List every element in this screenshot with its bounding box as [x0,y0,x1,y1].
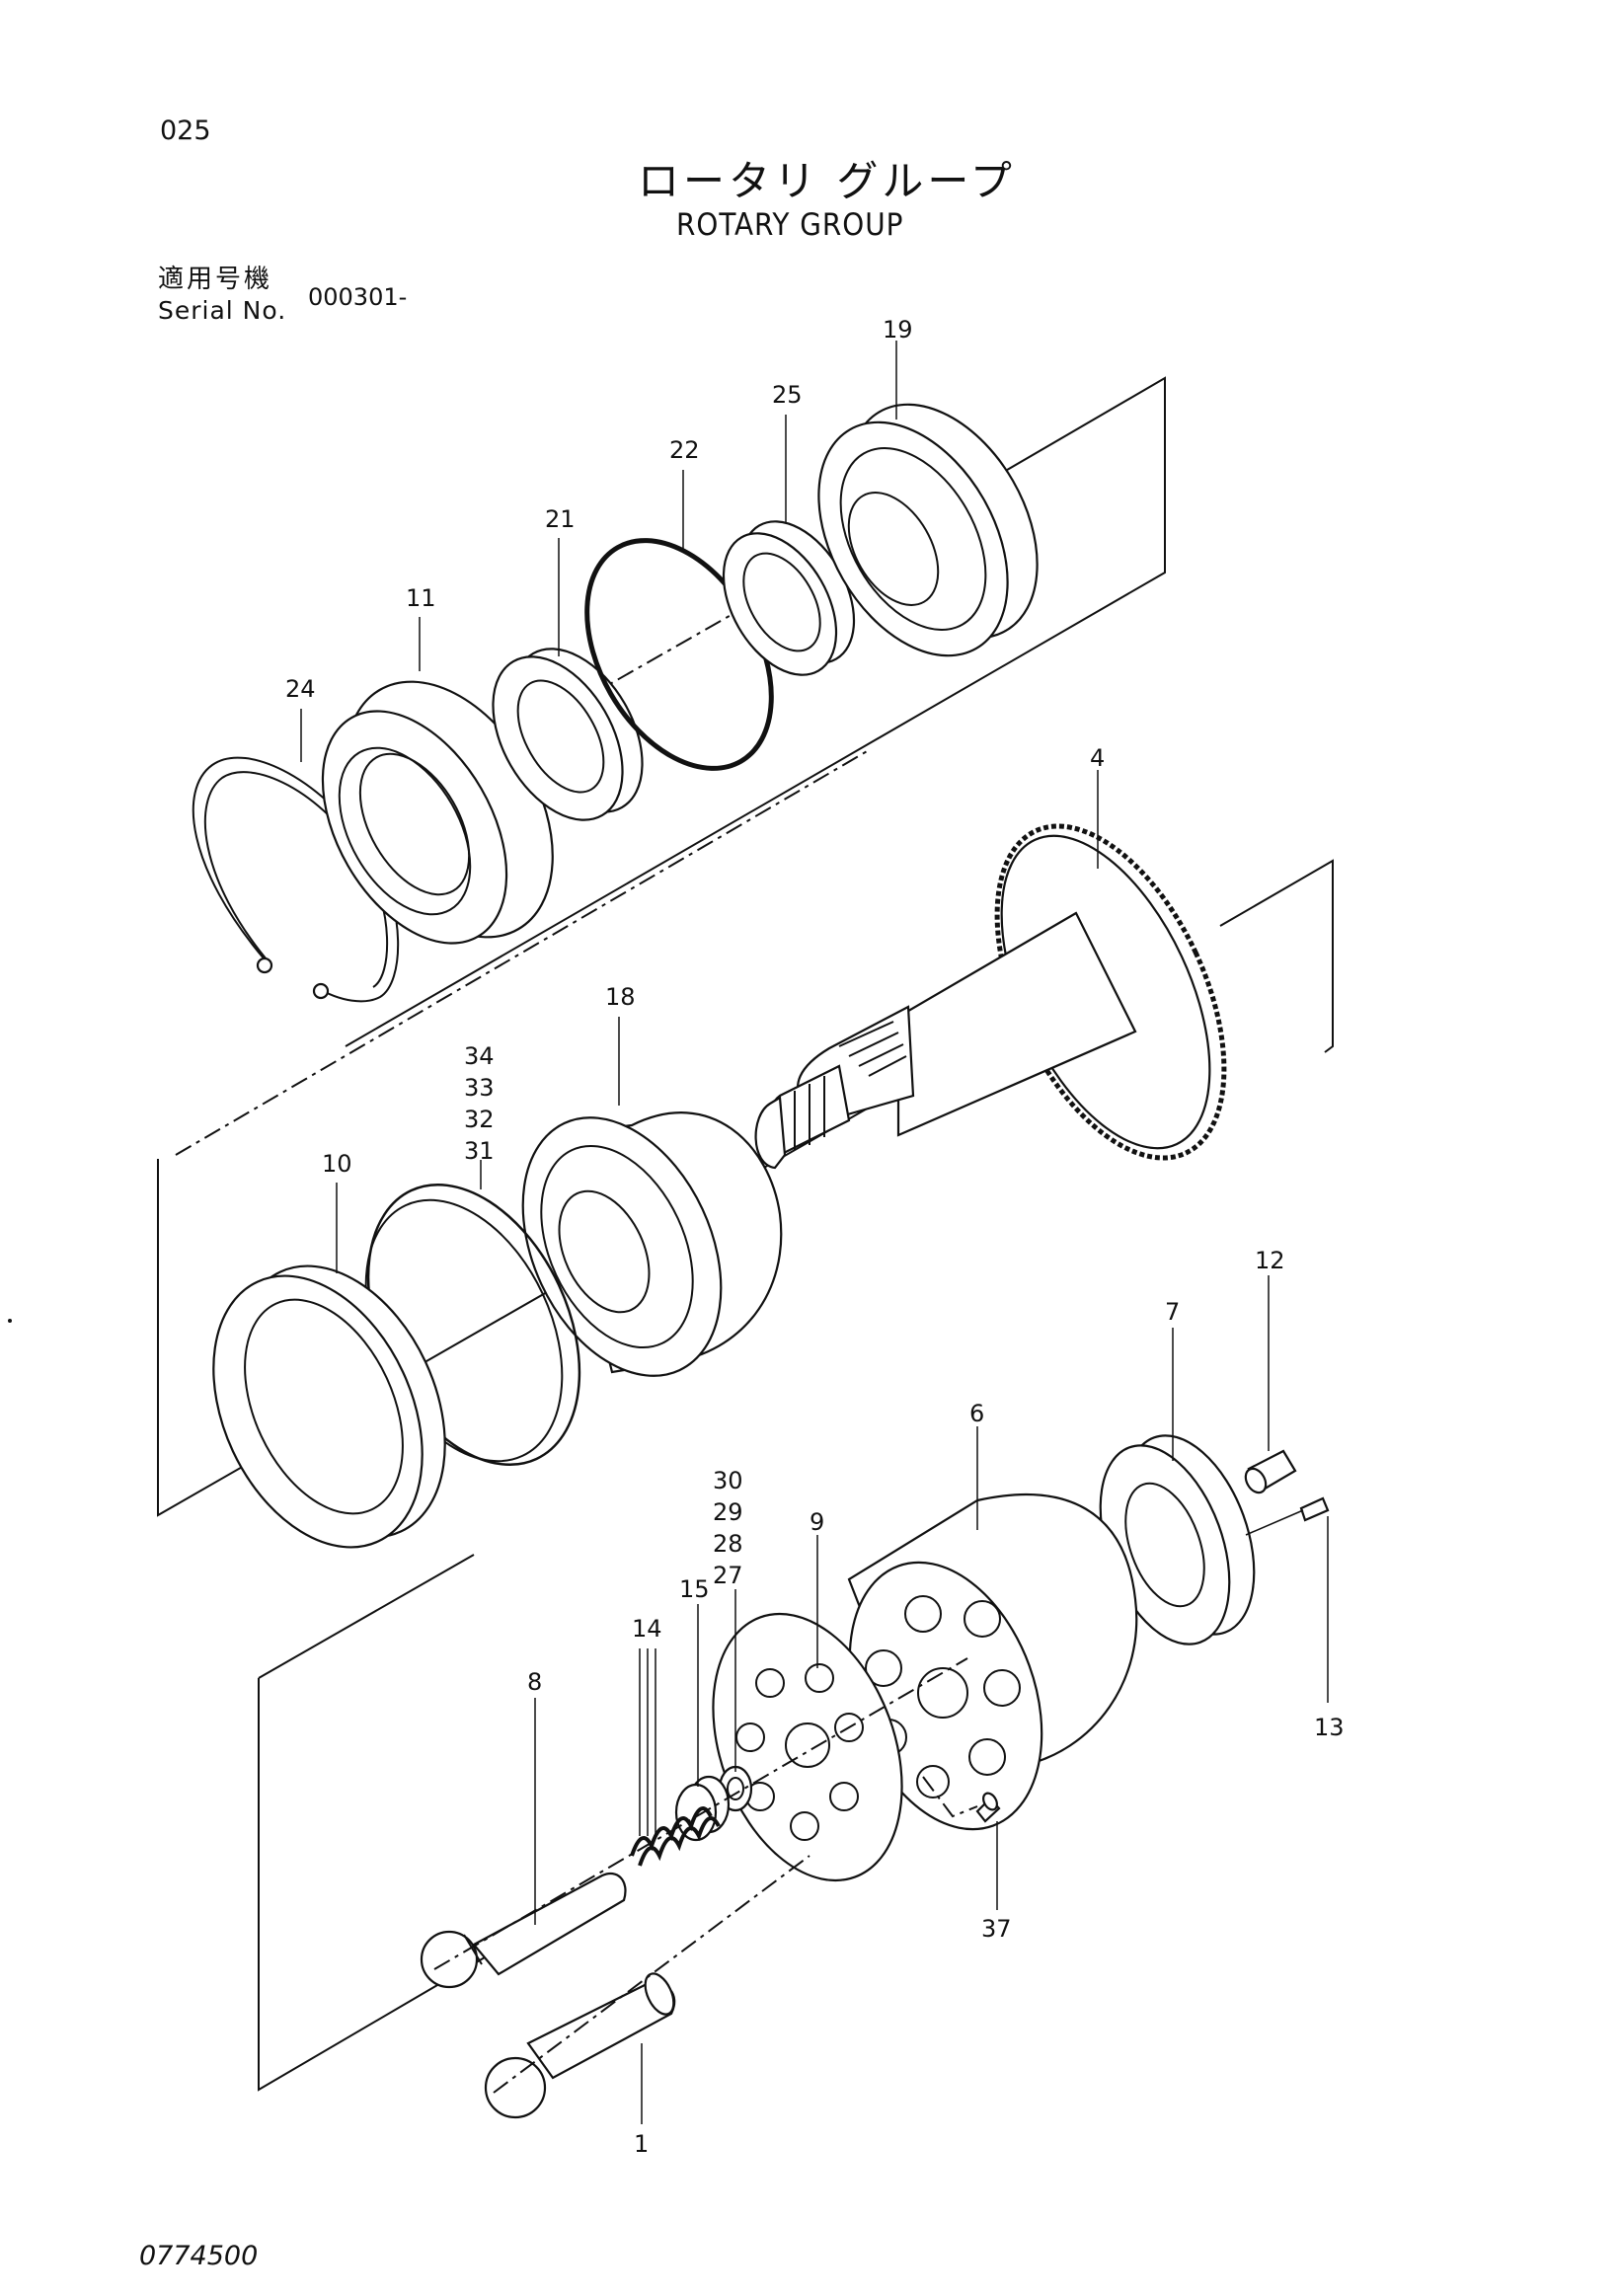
lower-axis-line [493,1855,810,2094]
callout-9: 9 [810,1508,824,1536]
serial-label-japanese: 適用号機 [158,265,273,294]
lower-frame-top [258,1554,475,1679]
callout-25: 25 [772,381,803,409]
callout-24: 24 [285,675,316,703]
callout-10: 10 [322,1150,352,1178]
callout-31: 31 [464,1137,495,1165]
callout-12: 12 [1255,1247,1285,1274]
callout-15: 15 [679,1575,710,1603]
callout-29: 29 [713,1498,743,1526]
callout-22: 22 [669,436,700,464]
part-19-bearing [817,403,1039,657]
callout-18: 18 [605,983,636,1011]
callout-33: 33 [464,1074,495,1102]
lower-axis-line-upper [433,1657,968,1970]
part-25-nut [722,520,856,676]
upper-group-frame [345,376,1166,1047]
middle-group-frame [1219,859,1334,1053]
part-37-screw [975,1792,1001,1823]
part-4-gear-shaft [754,823,1227,1170]
part-1-piston-shoe [484,1972,676,2119]
serial-label-english: Serial No. [158,296,287,325]
callout-19: 19 [883,316,913,344]
callout-7: 7 [1165,1298,1180,1326]
callout-4: 4 [1090,744,1105,772]
callout-32: 32 [464,1106,495,1133]
part-7-valve-plate [1099,1434,1256,1645]
part-18-bearing [521,1111,783,1377]
title-english: ROTARY GROUP [676,207,904,243]
part-10-plate [212,1264,446,1549]
callout-6: 6 [969,1400,984,1427]
part-9-retainer-plate [712,1612,903,1882]
callout-37: 37 [981,1915,1012,1943]
part-12-pin [1244,1449,1297,1494]
callout-14: 14 [632,1615,662,1643]
callout-11: 11 [406,584,436,612]
part-14-spring [630,1806,721,1867]
callout-28: 28 [713,1530,743,1558]
callout-13: 13 [1314,1714,1345,1741]
leader-lines [300,341,1329,2124]
callout-34: 34 [464,1042,495,1070]
page-number: 025 [160,115,211,146]
callout-30: 30 [713,1467,743,1494]
part-27-30-washer-hole [727,1777,744,1800]
callout-21: 21 [545,505,576,533]
callout-8: 8 [527,1668,542,1696]
title-japanese: ロータリ グループ [638,157,1016,205]
part-8-piston [420,1873,627,1989]
lower-group-frame [258,1678,514,2092]
callout-27: 27 [713,1562,743,1589]
callout-1: 1 [634,2130,649,2158]
part-13-axis [1245,1509,1304,1536]
part-37-guide-line [922,1776,978,1818]
document-number: 0774500 [139,2241,259,2271]
stray-dot [8,1319,12,1323]
part-13-pin [1299,1496,1330,1522]
serial-number-value: 000301- [308,283,408,311]
